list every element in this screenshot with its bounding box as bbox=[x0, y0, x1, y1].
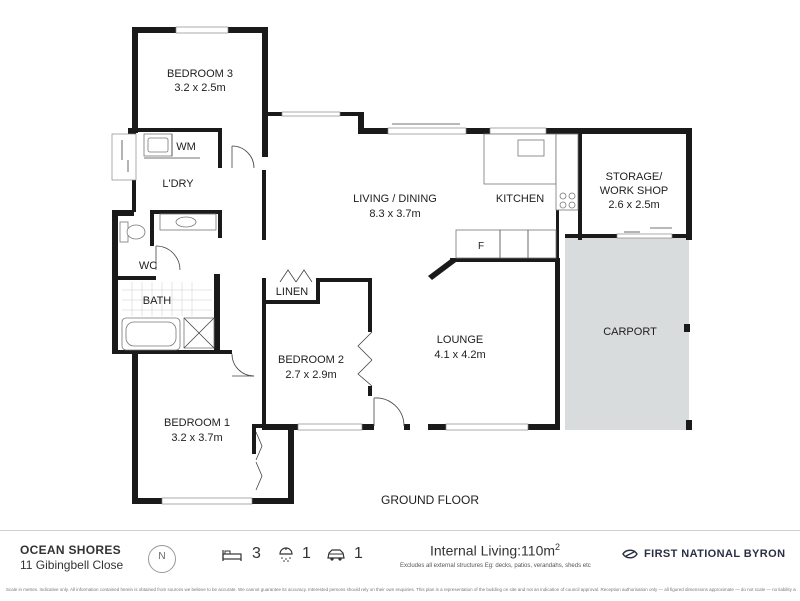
compass-icon: N bbox=[148, 545, 176, 573]
disclaimer-text: Scale in metres. Indicative only. All in… bbox=[6, 587, 796, 592]
wm-label: WM bbox=[176, 141, 196, 153]
lounge-dims: 4.1 x 4.2m bbox=[434, 349, 485, 361]
car-count: 1 bbox=[354, 545, 363, 562]
compass-north-label: N bbox=[158, 551, 166, 562]
room-labels: BEDROOM 3 3.2 x 2.5m WM L'DRY WC BATH LI… bbox=[139, 68, 668, 507]
suburb-name: OCEAN SHORES bbox=[20, 543, 121, 557]
street-address: 11 Gibingbell Close bbox=[20, 558, 124, 572]
footer-bar: OCEAN SHORES 11 Gibingbell Close N 3 1 1… bbox=[0, 530, 800, 601]
brand-logo-icon bbox=[622, 549, 638, 559]
living-dims: 8.3 x 3.7m bbox=[369, 208, 420, 220]
doors bbox=[121, 123, 672, 491]
exclusions-note: Excludes all external structures Eg: dec… bbox=[400, 563, 591, 569]
brand-name: FIRST NATIONAL BYRON bbox=[644, 548, 786, 560]
storage-dims: 2.6 x 2.5m bbox=[608, 199, 659, 211]
laundry-label: L'DRY bbox=[162, 178, 194, 190]
carport-label: CARPORT bbox=[603, 326, 657, 338]
floor-label: GROUND FLOOR bbox=[381, 493, 479, 507]
bedroom2-dims: 2.7 x 2.9m bbox=[285, 369, 336, 381]
windows bbox=[111, 26, 673, 505]
internal-living-text: Internal Living:110m bbox=[430, 542, 556, 559]
floor-plan: BEDROOM 3 3.2 x 2.5m WM L'DRY WC BATH LI… bbox=[111, 26, 692, 507]
bed-icon bbox=[222, 550, 242, 561]
bedroom3-dims: 3.2 x 2.5m bbox=[174, 82, 225, 94]
linen-label: LINEN bbox=[276, 286, 308, 298]
carport-area bbox=[565, 238, 689, 430]
walls bbox=[112, 27, 692, 504]
bath-label: BATH bbox=[143, 295, 172, 307]
car-icon bbox=[327, 549, 345, 561]
bedroom1-dims: 3.2 x 3.7m bbox=[171, 432, 222, 444]
wc-label: WC bbox=[139, 260, 157, 272]
lounge-name: LOUNGE bbox=[437, 334, 483, 346]
kitchen-label: KITCHEN bbox=[496, 193, 544, 205]
storage-line1: STORAGE/ bbox=[606, 171, 664, 183]
shower-icon bbox=[279, 547, 293, 562]
bed-count: 3 bbox=[252, 545, 261, 562]
storage-line2: WORK SHOP bbox=[600, 185, 668, 197]
bedroom3-name: BEDROOM 3 bbox=[167, 68, 233, 80]
internal-living-unit-sup: 2 bbox=[555, 542, 561, 552]
bath-count: 1 bbox=[302, 545, 311, 562]
bedroom2-name: BEDROOM 2 bbox=[278, 354, 344, 366]
fixtures bbox=[119, 133, 579, 351]
living-name: LIVING / DINING bbox=[353, 193, 437, 205]
internal-living-area: Internal Living:110m2 bbox=[430, 542, 560, 559]
fridge-label: F bbox=[478, 241, 484, 252]
bedroom1-name: BEDROOM 1 bbox=[164, 417, 230, 429]
